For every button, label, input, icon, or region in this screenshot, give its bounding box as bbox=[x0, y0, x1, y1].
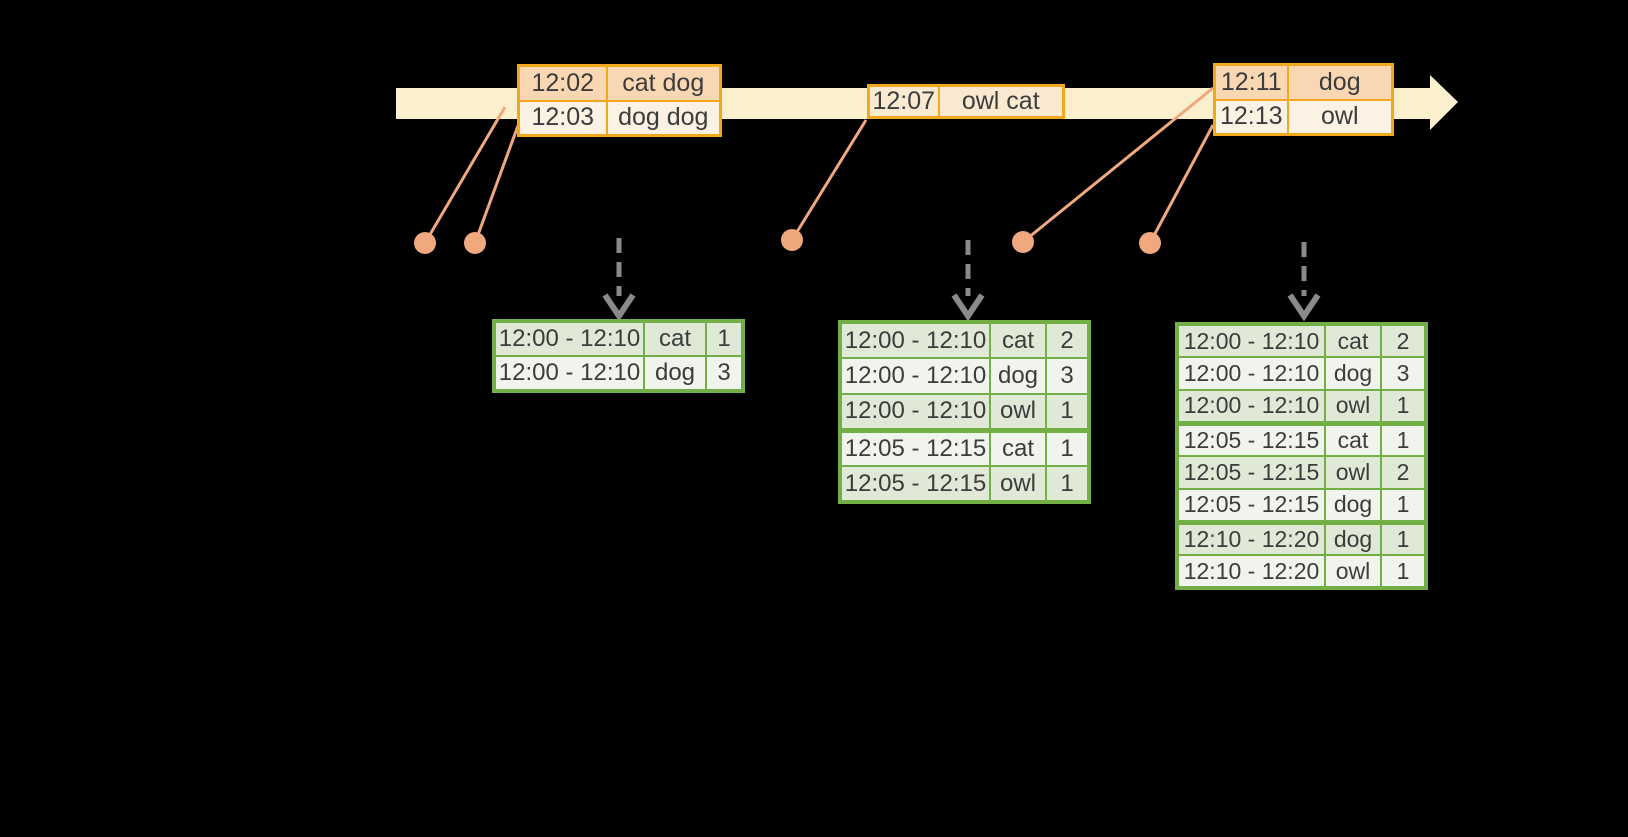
count-cell: 2 bbox=[1380, 455, 1427, 490]
event-dot bbox=[414, 232, 436, 254]
trigger-arrow-icon bbox=[1287, 242, 1321, 322]
event-connector-line bbox=[1022, 86, 1214, 244]
trigger-arrow-icon bbox=[602, 238, 636, 322]
window-cell: 12:00 - 12:10 bbox=[1176, 323, 1326, 358]
window-cell: 12:00 - 12:10 bbox=[493, 355, 645, 392]
count-cell: 1 bbox=[1380, 521, 1427, 556]
word-cell: cat bbox=[1324, 422, 1382, 457]
window-cell: 12:05 - 12:15 bbox=[839, 429, 991, 467]
count-cell: 1 bbox=[1380, 488, 1427, 525]
word-cell: dog bbox=[1324, 488, 1382, 525]
count-cell: 1 bbox=[1045, 465, 1090, 503]
word-cell: owl bbox=[989, 393, 1047, 433]
window-cell: 12:00 - 12:10 bbox=[1176, 389, 1326, 426]
window-cell: 12:05 - 12:15 bbox=[839, 465, 991, 503]
words-cell: owl cat bbox=[937, 84, 1065, 119]
count-cell: 2 bbox=[1380, 323, 1427, 358]
window-cell: 12:10 - 12:20 bbox=[1176, 521, 1326, 556]
word-cell: cat bbox=[989, 321, 1047, 359]
words-cell: dog dog bbox=[605, 99, 722, 137]
word-cell: owl bbox=[989, 465, 1047, 503]
count-cell: 3 bbox=[1045, 357, 1090, 395]
window-cell: 12:05 - 12:15 bbox=[1176, 488, 1326, 525]
event-dot bbox=[1139, 232, 1161, 254]
event-connector-line bbox=[423, 106, 507, 244]
word-cell: dog bbox=[1324, 521, 1382, 556]
count-cell: 2 bbox=[1045, 321, 1090, 359]
window-cell: 12:00 - 12:10 bbox=[493, 320, 645, 357]
word-cell: dog bbox=[989, 357, 1047, 395]
words-cell: owl bbox=[1286, 98, 1394, 136]
count-cell: 1 bbox=[705, 320, 744, 357]
words-cell: dog bbox=[1286, 63, 1394, 101]
count-cell: 1 bbox=[1380, 422, 1427, 457]
window-cell: 12:00 - 12:10 bbox=[839, 393, 991, 433]
trigger-arrow-icon bbox=[951, 240, 985, 322]
word-cell: cat bbox=[1324, 323, 1382, 358]
window-cell: 12:00 - 12:10 bbox=[839, 321, 991, 359]
count-cell: 1 bbox=[1045, 429, 1090, 467]
words-cell: cat dog bbox=[605, 64, 722, 102]
window-cell: 12:05 - 12:15 bbox=[1176, 455, 1326, 490]
window-cell: 12:05 - 12:15 bbox=[1176, 422, 1326, 457]
event-connector-line bbox=[1148, 124, 1215, 244]
event-connector-line bbox=[790, 119, 868, 241]
count-cell: 3 bbox=[1380, 356, 1427, 391]
word-cell: dog bbox=[643, 355, 707, 392]
word-cell: owl bbox=[1324, 554, 1382, 589]
time-cell: 12:11 bbox=[1213, 63, 1289, 101]
word-cell: owl bbox=[1324, 455, 1382, 490]
count-cell: 1 bbox=[1380, 389, 1427, 426]
time-cell: 12:03 bbox=[517, 99, 608, 137]
count-cell: 3 bbox=[705, 355, 744, 392]
event-dot bbox=[1012, 231, 1034, 253]
timeline-arrowhead-icon bbox=[1430, 75, 1458, 130]
word-cell: owl bbox=[1324, 389, 1382, 426]
event-dot bbox=[781, 229, 803, 251]
event-connector-line bbox=[473, 122, 521, 244]
window-cell: 12:00 - 12:10 bbox=[1176, 356, 1326, 391]
time-cell: 12:02 bbox=[517, 64, 608, 102]
time-cell: 12:07 bbox=[867, 84, 940, 119]
window-cell: 12:00 - 12:10 bbox=[839, 357, 991, 395]
word-cell: dog bbox=[1324, 356, 1382, 391]
window-cell: 12:10 - 12:20 bbox=[1176, 554, 1326, 589]
time-cell: 12:13 bbox=[1213, 98, 1289, 136]
word-cell: cat bbox=[643, 320, 707, 357]
count-cell: 1 bbox=[1045, 393, 1090, 433]
event-dot bbox=[464, 232, 486, 254]
count-cell: 1 bbox=[1380, 554, 1427, 589]
word-cell: cat bbox=[989, 429, 1047, 467]
